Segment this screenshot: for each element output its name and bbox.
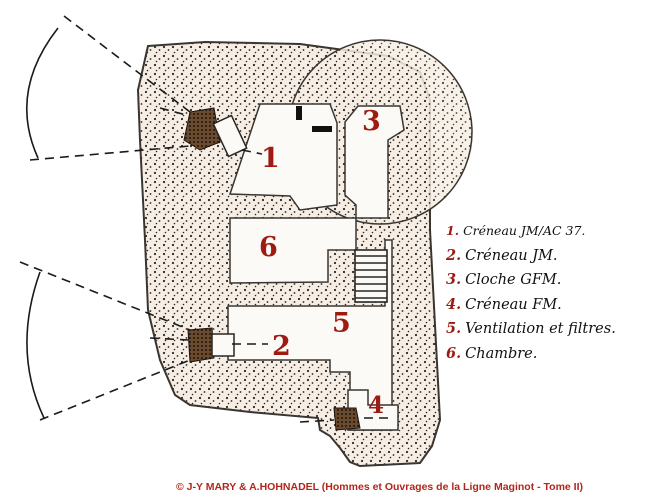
room-creneau-1 — [228, 103, 338, 211]
legend-text-5: Ventilation et filtres. — [465, 321, 616, 337]
room-cloche-3 — [344, 105, 405, 219]
legend-num-6: 6. — [446, 344, 462, 362]
sector-arc-2 — [26, 271, 45, 419]
legend-text-6: Chambre. — [465, 345, 538, 362]
legend-num-2: 2. — [446, 246, 462, 264]
legend-text-4: Créneau FM. — [465, 296, 562, 313]
legend-item-3: 3.Cloche GFM. — [446, 268, 656, 293]
periscope-mark — [296, 106, 302, 120]
staircase — [354, 249, 388, 303]
label-2: 2 — [272, 331, 291, 362]
gun-block-1 — [212, 114, 248, 158]
room-6-chambre — [229, 217, 357, 284]
label-3: 3 — [362, 106, 381, 137]
gun-block-2 — [211, 333, 235, 357]
legend-item-6: 6.Chambre. — [446, 342, 656, 367]
legend: 1.Créneau JM/AC 37. 2.Créneau JM. 3.Cloc… — [446, 219, 656, 366]
fire-sectors — [19, 15, 388, 423]
legend-num-1: 1. — [446, 223, 460, 238]
legend-num-4: 4. — [446, 295, 462, 313]
legend-text-2: Créneau JM. — [465, 247, 558, 264]
label-4: 4 — [368, 392, 384, 419]
label-5: 5 — [332, 308, 351, 339]
embrasure-4 — [333, 407, 361, 431]
legend-num-3: 3. — [446, 271, 462, 288]
embrasure-2 — [187, 327, 215, 363]
legend-item-1: 1.Créneau JM/AC 37. — [446, 219, 656, 244]
legend-text-3: Cloche GFM. — [465, 272, 562, 288]
legend-num-5: 5. — [446, 320, 462, 337]
embrasure-1 — [183, 107, 221, 151]
copyright-credit: © J-Y MARY & A.HOHNADEL (Hommes et Ouvra… — [176, 481, 583, 493]
room-4-passage — [347, 389, 399, 431]
legend-item-2: 2.Créneau JM. — [446, 244, 656, 269]
legend-item-5: 5.Ventilation et filtres. — [446, 317, 656, 342]
label-1: 1 — [261, 143, 280, 174]
wall-mark — [312, 126, 332, 132]
label-6: 6 — [259, 232, 278, 263]
legend-text-1: Créneau JM/AC 37. — [463, 223, 586, 238]
rooms — [227, 103, 405, 431]
sector-arc-1 — [25, 27, 59, 159]
legend-item-4: 4.Créneau FM. — [446, 293, 656, 318]
